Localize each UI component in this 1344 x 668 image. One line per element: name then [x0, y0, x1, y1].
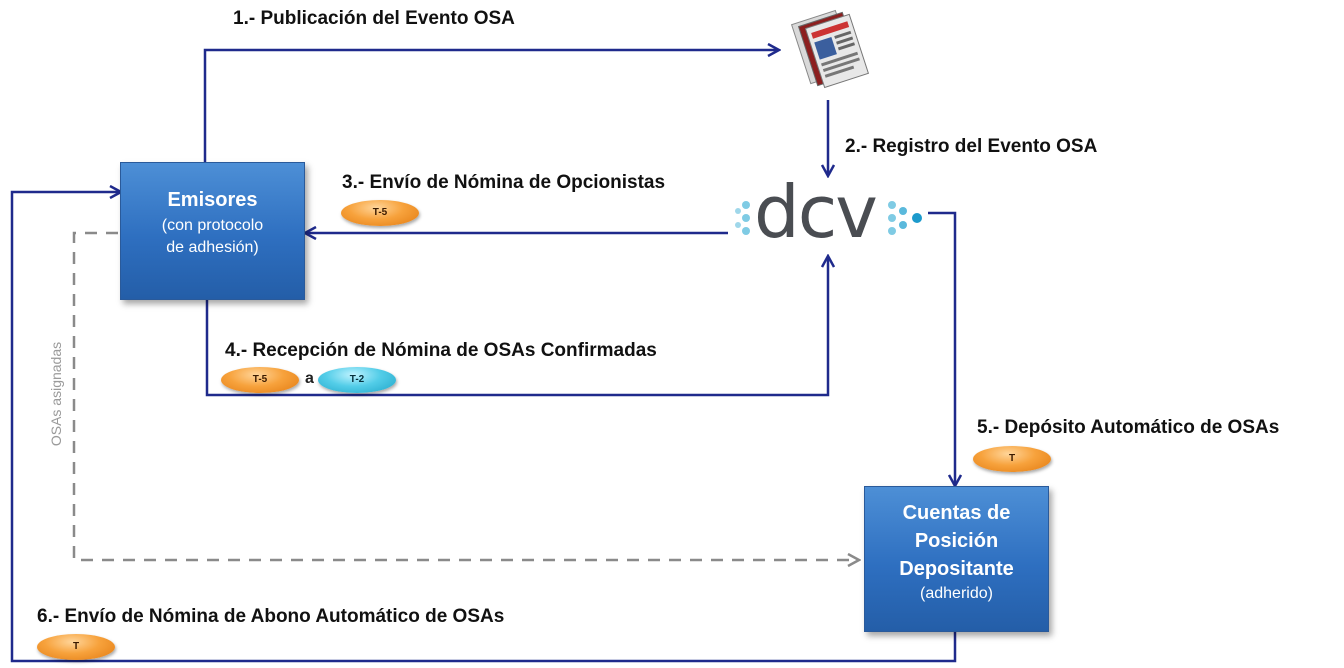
badge-step3: T-5	[341, 200, 419, 226]
emisores-sub2: de adhesión)	[166, 239, 259, 256]
step6-label: 6.- Envío de Nómina de Abono Automático …	[37, 606, 505, 627]
cuentas-sub: (adherido)	[920, 585, 993, 602]
badge-step4-end: T-2	[318, 367, 396, 393]
arrow-osas-asignadas	[72, 231, 858, 560]
dcv-logo: dcv	[732, 170, 932, 258]
cuentas-box: Cuentas de Posición Depositante (adherid…	[864, 486, 1049, 632]
arrow-step4	[205, 257, 828, 397]
step1-label: 1.- Publicación del Evento OSA	[233, 8, 515, 29]
arrow-step6	[10, 192, 957, 663]
badge-step6: T	[37, 634, 115, 660]
dcv-dots-icon	[735, 201, 922, 235]
step3-label: 3.- Envío de Nómina de Opcionistas	[342, 172, 666, 193]
cuentas-line3: Depositante	[899, 558, 1014, 580]
emisores-box: Emisores (con protocolo de adhesión)	[120, 162, 305, 300]
arrow-step5	[928, 211, 955, 485]
badge-step4-connector: a	[305, 370, 314, 387]
newspaper-stack-icon	[790, 9, 870, 89]
badge-step4-start: T-5	[221, 367, 299, 393]
arrow-step1	[203, 50, 778, 162]
cuentas-line2: Posición	[914, 530, 999, 552]
emisores-sub1: (con protocolo	[161, 217, 264, 234]
emisores-title: Emisores	[167, 189, 258, 211]
step4-label: 4.- Recepción de Nómina de OSAs Confirma…	[225, 340, 657, 361]
badge-step5: T	[973, 446, 1051, 472]
step5-label: 5.- Depósito Automático de OSAs	[977, 417, 1280, 438]
cuentas-line1: Cuentas de	[902, 502, 1011, 524]
osas-asignadas-label: OSAs asignadas	[48, 341, 64, 447]
step2-label: 2.- Registro del Evento OSA	[845, 136, 1098, 157]
dcv-logo-text: dcv	[754, 170, 878, 254]
